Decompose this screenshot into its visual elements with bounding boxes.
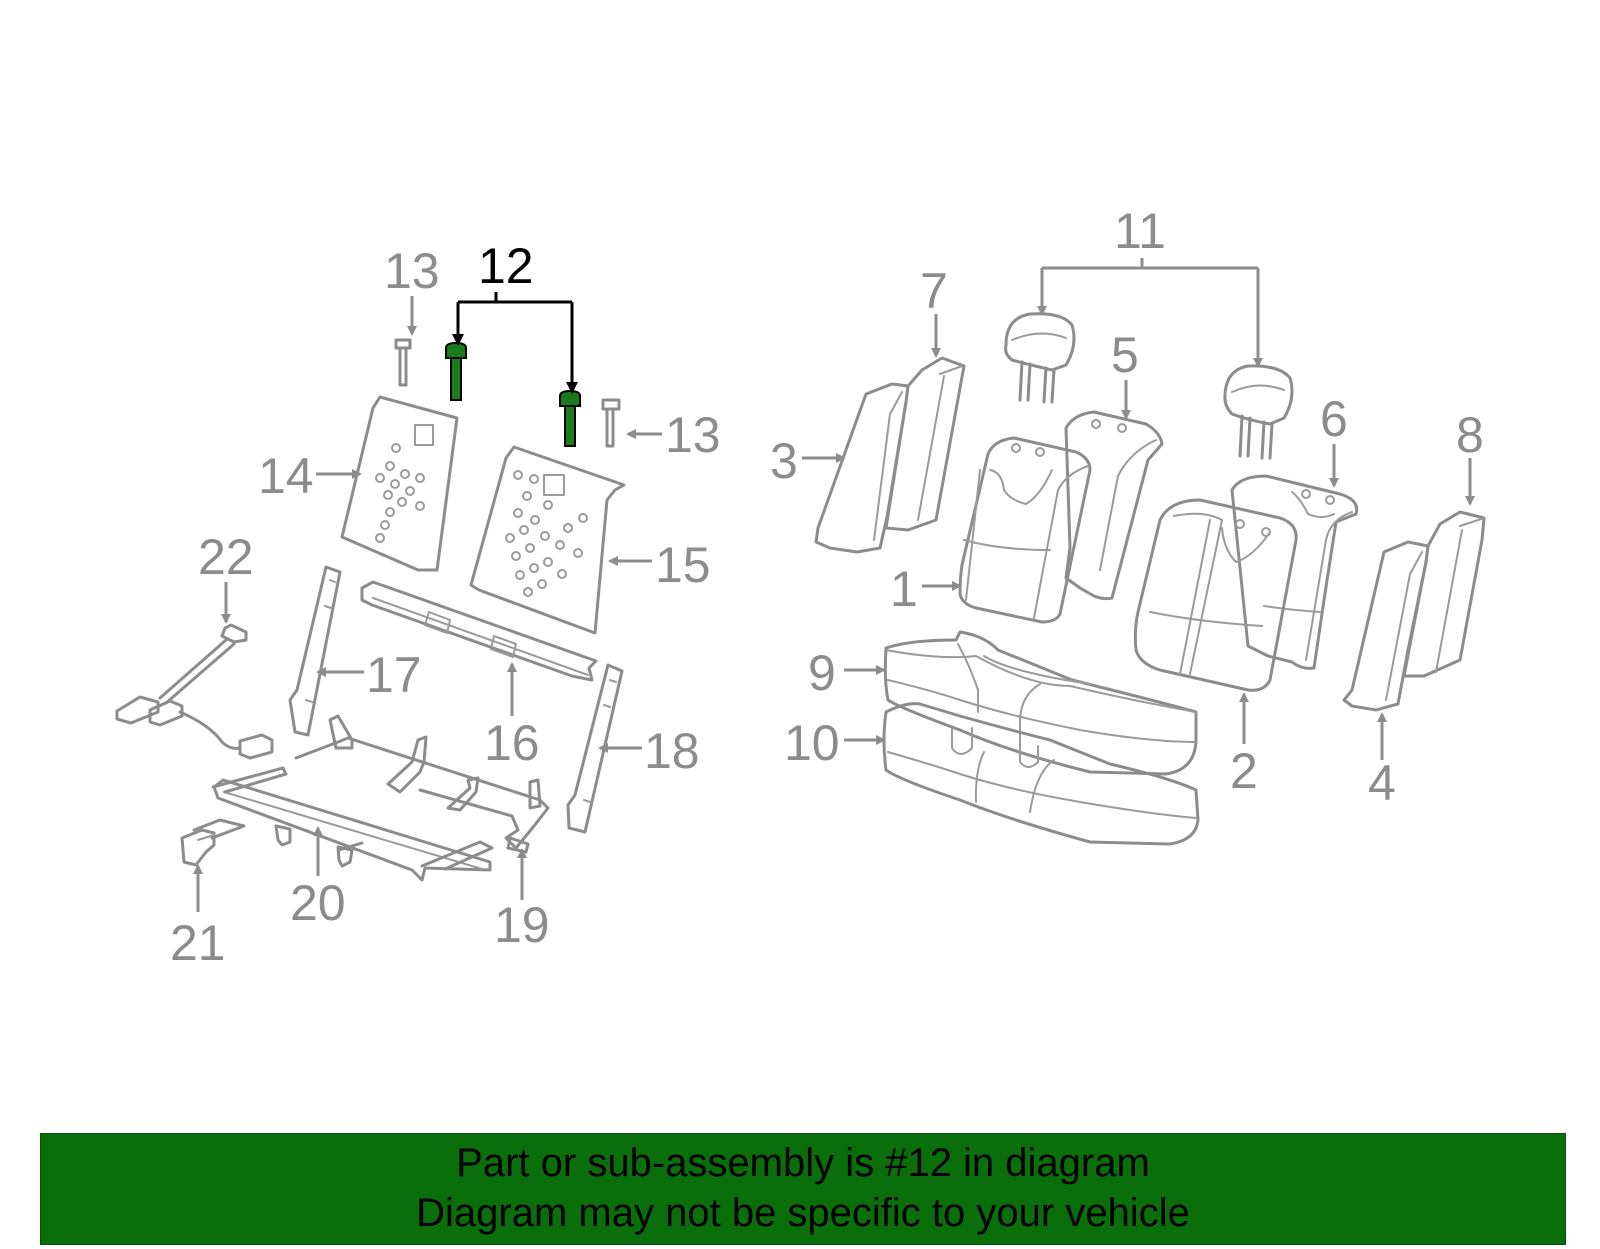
part-9-seat-cushion [883, 630, 1198, 776]
part-8-side-bolster [1402, 510, 1486, 678]
callout-8: 8 [1456, 407, 1484, 463]
callout-13-left: 13 [384, 243, 440, 299]
callout-17: 17 [366, 647, 422, 703]
leader-lines [193, 258, 1475, 912]
part-4-side-bolster [1342, 540, 1430, 712]
callout-9: 9 [808, 645, 836, 701]
callout-4: 4 [1368, 755, 1396, 811]
info-banner: Part or sub-assembly is #12 in diagram D… [40, 1133, 1566, 1245]
callout-22: 22 [198, 529, 254, 585]
callout-14: 14 [258, 448, 314, 504]
callout-11: 11 [1114, 203, 1166, 259]
part-12-bolt-left [445, 341, 467, 401]
part-20-base-frame [211, 766, 494, 882]
parts-diagram: 12 13 13 14 15 16 17 18 19 20 21 22 11 7… [115, 203, 1486, 971]
callout-13-right: 13 [665, 407, 721, 463]
callout-labels: 12 13 13 14 15 16 17 18 19 20 21 22 11 7… [170, 203, 1484, 971]
callout-16: 16 [484, 715, 540, 771]
part-14-panel [340, 395, 459, 572]
banner-line-disclaimer: Diagram may not be specific to your vehi… [416, 1191, 1190, 1235]
callout-18: 18 [644, 723, 700, 779]
leader-12 [456, 292, 574, 388]
part-10-seat-cushion [882, 702, 1200, 846]
part-15-panel [469, 445, 626, 635]
callout-5: 5 [1111, 327, 1139, 383]
part-3-side-bolster [814, 382, 910, 554]
banner-line-part: Part or sub-assembly is #12 in diagram [456, 1141, 1150, 1185]
part-13-bolt-right [601, 398, 621, 448]
callout-15: 15 [655, 537, 711, 593]
callout-3: 3 [770, 433, 798, 489]
part-16-crossbar [360, 580, 598, 682]
callout-1: 1 [890, 561, 918, 617]
callout-2: 2 [1230, 743, 1258, 799]
part-18-bracket [566, 663, 624, 834]
part-7-side-bolster [884, 356, 966, 532]
part-21-latch [180, 818, 246, 867]
part-22-harness [115, 623, 274, 760]
callout-7: 7 [920, 263, 948, 319]
part-13-bolt-left [394, 338, 412, 387]
part-5-seatback [1064, 410, 1164, 601]
part-17-bracket [288, 565, 342, 737]
leader-11 [1040, 258, 1260, 364]
callout-6: 6 [1320, 391, 1348, 447]
callout-19: 19 [494, 897, 550, 953]
callout-10: 10 [784, 715, 840, 771]
part-2-seatback [1133, 498, 1298, 692]
part-12-bolt-right [559, 389, 581, 447]
callout-12: 12 [478, 238, 534, 294]
part-11-headrest-left [1004, 312, 1076, 404]
part-11-headrest-right [1223, 364, 1294, 460]
part-6-seatback [1230, 474, 1359, 670]
callout-20: 20 [290, 875, 346, 931]
callout-21: 21 [170, 915, 226, 971]
